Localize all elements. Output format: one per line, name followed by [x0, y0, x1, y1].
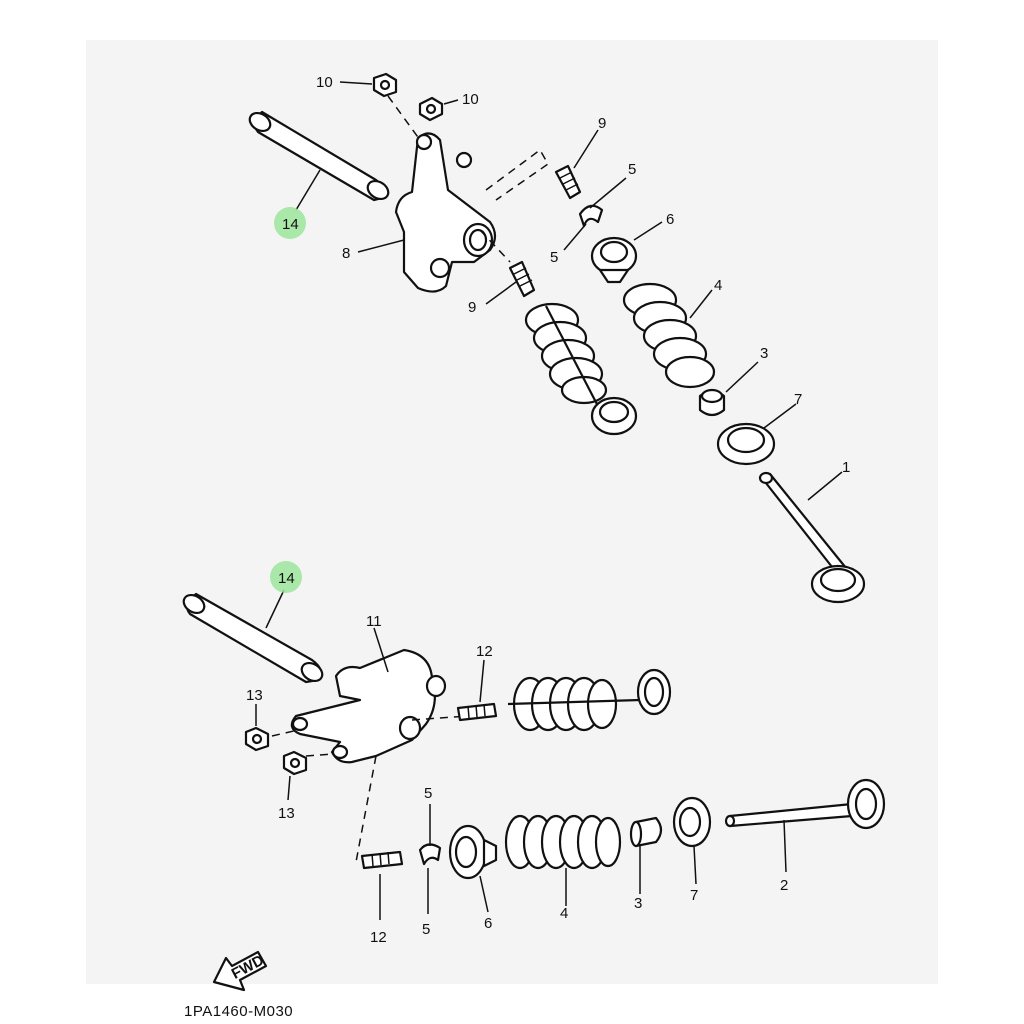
- callout-4-bottom: 4: [560, 905, 568, 922]
- callout-3-top: 3: [760, 345, 768, 362]
- callout-9-top-a: 9: [598, 115, 606, 132]
- adjust-screw-12-bottom-b[interactable]: [360, 850, 404, 870]
- fwd-arrow-icon: [212, 950, 268, 992]
- callout-12-bottom-a: 12: [476, 643, 493, 660]
- callout-7-bottom: 7: [690, 887, 698, 904]
- callout-12-bottom-b: 12: [370, 929, 387, 946]
- valve-spring-assembly-top[interactable]: [524, 302, 638, 436]
- callout-4-top: 4: [714, 277, 722, 294]
- nut-10-top-a[interactable]: [372, 72, 398, 98]
- valve-2-exhaust[interactable]: [724, 778, 886, 830]
- valve-spring-assembly-bottom[interactable]: [507, 668, 672, 732]
- callout-13-bottom-a: 13: [246, 687, 263, 704]
- callout-8: 8: [342, 245, 350, 262]
- rocker-shaft-top[interactable]: [246, 109, 391, 202]
- callout-2: 2: [780, 877, 788, 894]
- valve-cotter-5-bottom[interactable]: [418, 843, 442, 866]
- callout-10-top-b: 10: [462, 91, 479, 108]
- valve-spring-4-top[interactable]: [622, 282, 716, 389]
- callout-11: 11: [366, 613, 382, 630]
- callout-10-top-a: 10: [316, 74, 333, 91]
- spring-seat-7-top[interactable]: [716, 422, 776, 466]
- diagram-code: 1PA1460-M030: [184, 1003, 294, 1020]
- callout-5-bottom-b: 5: [422, 921, 430, 938]
- callout-13-bottom-b: 13: [278, 805, 295, 822]
- spring-seat-7-bottom[interactable]: [672, 796, 712, 848]
- rocker-shaft-bottom[interactable]: [180, 591, 325, 684]
- callout-3-bottom: 3: [634, 895, 642, 912]
- adjust-screw-12-bottom-a[interactable]: [456, 702, 498, 722]
- callout-7-top: 7: [794, 391, 802, 408]
- stem-seal-3-bottom[interactable]: [629, 816, 663, 848]
- callout-5-top-b: 5: [550, 249, 558, 266]
- adjust-screw-9-top-b[interactable]: [508, 260, 536, 298]
- spring-retainer-6-bottom[interactable]: [448, 824, 498, 880]
- nut-13-bottom-b[interactable]: [282, 750, 308, 776]
- callout-14-bottom: 14: [278, 570, 295, 587]
- callout-14-top: 14: [282, 216, 299, 233]
- nut-13-bottom-a[interactable]: [244, 726, 270, 752]
- stem-seal-3-top[interactable]: [698, 388, 726, 417]
- callout-6-bottom: 6: [484, 915, 492, 932]
- rocker-arm-11[interactable]: [290, 648, 447, 764]
- callout-6-top: 6: [666, 211, 674, 228]
- callout-5-bottom-a: 5: [424, 785, 432, 802]
- callout-5-top-a: 5: [628, 161, 636, 178]
- rocker-arm-8[interactable]: [394, 132, 497, 293]
- valve-spring-4-bottom[interactable]: [504, 814, 622, 870]
- spring-retainer-6-top[interactable]: [590, 236, 638, 284]
- highlight-14-top: [274, 207, 306, 239]
- adjust-screw-9-top-a[interactable]: [554, 164, 582, 200]
- callout-9-top-b: 9: [468, 299, 476, 316]
- callout-1: 1: [842, 459, 850, 476]
- highlight-14-bottom: [270, 561, 302, 593]
- valve-cotter-5-top[interactable]: [578, 204, 604, 228]
- nut-10-top-b[interactable]: [418, 96, 444, 122]
- valve-1-intake[interactable]: [758, 471, 866, 604]
